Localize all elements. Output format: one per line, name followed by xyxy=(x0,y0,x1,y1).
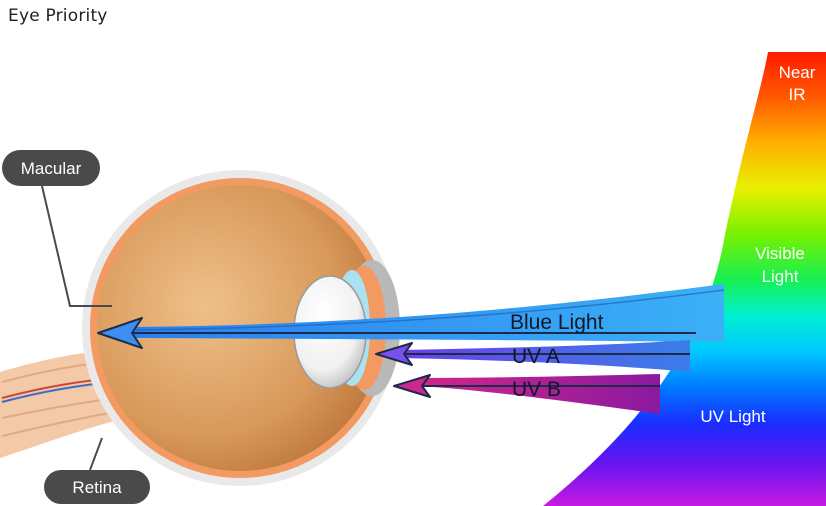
uv-a-beam xyxy=(400,340,690,372)
near-ir-label-line1: Near xyxy=(779,63,816,82)
macular-label-box: Macular xyxy=(2,150,100,186)
uv-b-label: UV B xyxy=(512,378,561,401)
uv-b-beam xyxy=(420,374,660,414)
retina-label: Retina xyxy=(72,478,122,497)
uv-b-arrow xyxy=(393,374,660,398)
blue-light-beam xyxy=(130,284,724,342)
spectrum-band xyxy=(543,52,826,506)
retina-callout-line xyxy=(89,437,103,471)
visible-light-label-line1: Visible xyxy=(755,244,805,263)
uv-a-label: UV A xyxy=(512,345,560,368)
visible-light-label-line2: Light xyxy=(762,267,799,286)
retina-label-box: Retina xyxy=(44,470,150,504)
uv-a-arrow xyxy=(375,342,690,366)
page-title: Eye Priority xyxy=(8,6,108,26)
near-ir-label-line2: IR xyxy=(789,85,806,104)
uv-light-label: UV Light xyxy=(700,407,765,426)
blue-light-arrow xyxy=(97,317,696,349)
blue-light-label: Blue Light xyxy=(510,311,604,334)
macular-label: Macular xyxy=(21,159,82,178)
macular-callout-line xyxy=(41,185,112,307)
